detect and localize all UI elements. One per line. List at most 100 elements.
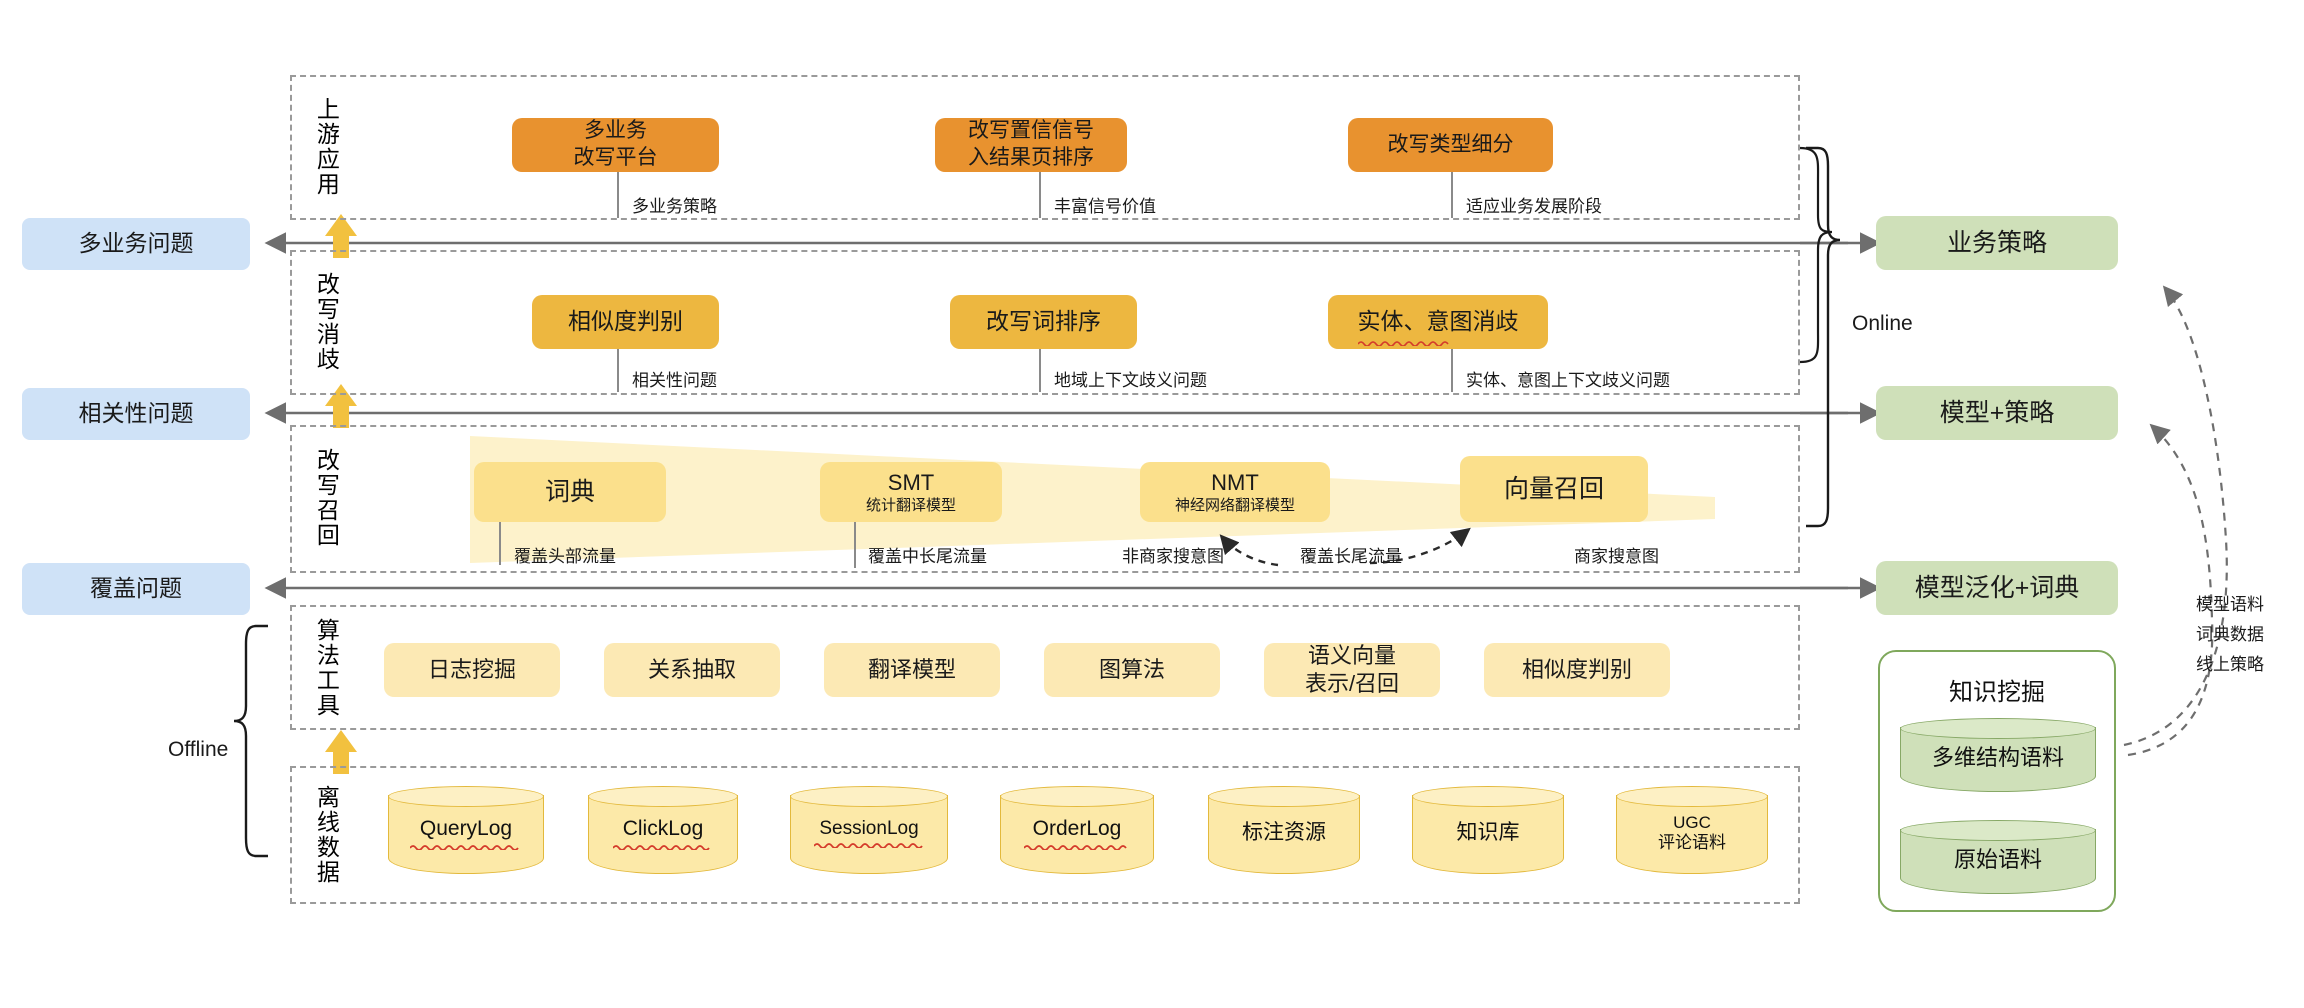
datastore-label: SessionLog <box>790 786 948 874</box>
datastore-querylog[interactable]: QueryLog <box>388 786 544 874</box>
band-offline-data <box>290 766 1800 904</box>
node-title: 日志挖掘 <box>427 656 516 682</box>
caption-rich-signal-value: 丰富信号价值 <box>1054 197 1156 216</box>
node-semantic-vector[interactable]: 语义向量 表示/召回 <box>1264 643 1440 697</box>
cylinder-top <box>1900 718 2096 739</box>
row-label-offline-data: 离线数据 <box>313 785 340 885</box>
node-smt[interactable]: SMT 统计翻译模型 <box>820 462 1002 522</box>
feedback-label-model-corpus: 模型语料 <box>2196 595 2264 614</box>
caption-entity-intent-context-ambiguity: 实体、意图上下文歧义问题 <box>1466 371 1670 390</box>
feedback-label-dictionary-data: 词典数据 <box>2196 624 2264 644</box>
node-entity-intent-disambiguation[interactable]: 实体、意图消歧 <box>1328 295 1548 349</box>
problem-box-relevance[interactable]: 相关性问题 <box>22 388 250 440</box>
output-box-model-generalization-dictionary[interactable]: 模型泛化+词典 <box>1876 561 2118 615</box>
output-box-business-strategy[interactable]: 业务策略 <box>1876 216 2118 270</box>
node-translation-model[interactable]: 翻译模型 <box>824 643 1000 697</box>
node-subtitle: 改写平台 <box>573 146 658 169</box>
node-rewrite-term-ranking[interactable]: 改写词排序 <box>950 295 1137 349</box>
node-log-mining[interactable]: 日志挖掘 <box>384 643 560 697</box>
caption-merchant-intent: 商家搜意图 <box>1574 547 1659 566</box>
spellcheck-squiggle-icon <box>814 843 923 849</box>
problem-box-coverage[interactable]: 覆盖问题 <box>22 563 250 615</box>
node-title: 词典 <box>544 478 595 506</box>
output-label: 业务策略 <box>1946 229 2047 257</box>
node-rewrite-confidence-signal[interactable]: 改写置信信号 入结果页排序 <box>935 118 1127 172</box>
caption-cover-long-tail: 覆盖长尾流量 <box>1300 547 1402 566</box>
cylinder-body <box>1208 795 1360 874</box>
node-nmt[interactable]: NMT 神经网络翻译模型 <box>1140 462 1330 522</box>
node-graph-algorithm[interactable]: 图算法 <box>1044 643 1220 697</box>
node-vector-recall[interactable]: 向量召回 <box>1460 456 1648 522</box>
node-title: SMT <box>887 469 935 495</box>
cylinder-top <box>388 786 544 807</box>
datastore-label: ClickLog <box>588 786 738 874</box>
node-title: 实体、意图消歧 <box>1357 308 1519 335</box>
cylinder-body <box>1616 795 1768 874</box>
spellcheck-squiggle-icon <box>1357 340 1449 346</box>
node-subtitle: 表示/召回 <box>1304 671 1400 696</box>
datastore-knowledge-base[interactable]: 知识库 <box>1412 786 1564 874</box>
node-dictionary[interactable]: 词典 <box>474 462 666 522</box>
problem-label: 相关性问题 <box>78 400 194 427</box>
node-title: 图算法 <box>1098 656 1165 682</box>
node-relation-extraction[interactable]: 关系抽取 <box>604 643 780 697</box>
caption-multi-business-strategy: 多业务策略 <box>632 197 717 216</box>
row-label-upstream-application: 上游应用 <box>313 97 340 197</box>
band-upstream-application <box>290 75 1800 220</box>
node-title: 翻译模型 <box>867 656 956 682</box>
feedback-label-online-strategy: 线上策略 <box>2196 654 2264 674</box>
caption-non-merchant-intent: 非商家搜意图 <box>1122 547 1224 566</box>
cylinder-top <box>1616 786 1768 807</box>
caption-cover-mid-long-tail: 覆盖中长尾流量 <box>868 547 987 566</box>
datastore-label: 标注资源 <box>1242 821 1326 845</box>
caption-cover-head-traffic: 覆盖头部流量 <box>514 547 616 566</box>
caption-geo-context-ambiguity: 地域上下文歧义问题 <box>1054 371 1207 390</box>
node-rewrite-type-subdivision[interactable]: 改写类型细分 <box>1348 118 1553 172</box>
cylinder-top <box>1900 820 2096 841</box>
datastore-sessionlog[interactable]: SessionLog <box>790 786 948 874</box>
node-title: 改写置信信号 <box>968 119 1094 143</box>
datastore-label: UGC 评论语料 <box>1658 812 1726 852</box>
row-label-algorithm-tools: 算法工具 <box>313 617 340 718</box>
node-multi-business-rewrite-platform[interactable]: 多业务 改写平台 <box>512 118 719 172</box>
band-algorithm-tools <box>290 605 1800 730</box>
datastore-orderlog[interactable]: OrderLog <box>1000 786 1154 874</box>
cylinder-body <box>588 795 738 874</box>
node-subtitle: 统计翻译模型 <box>865 497 956 515</box>
datastore-label: 多维结构语料 <box>1931 744 2064 770</box>
cylinder-top <box>588 786 738 807</box>
cylinder-top <box>1000 786 1154 807</box>
cylinder-body <box>1000 795 1154 874</box>
datastore-label: 原始语料 <box>1953 846 2042 872</box>
problem-label: 多业务问题 <box>78 230 194 257</box>
node-subtitle: 入结果页排序 <box>968 146 1094 169</box>
problem-box-multi-business[interactable]: 多业务问题 <box>22 218 250 270</box>
cylinder-body <box>790 795 948 874</box>
caption-relevance-problem: 相关性问题 <box>632 371 717 390</box>
band-rewrite-disambiguation <box>290 250 1800 395</box>
node-similarity-discrimination-tool[interactable]: 相似度判别 <box>1484 643 1670 697</box>
node-title: NMT <box>1211 469 1259 495</box>
node-similarity-discrimination[interactable]: 相似度判别 <box>532 295 719 349</box>
datastore-raw-corpus[interactable]: 原始语料 <box>1900 820 2096 894</box>
datastore-label: 知识库 <box>1456 821 1520 845</box>
feedback-labels: 模型语料 词典数据 线上策略 <box>2196 590 2264 679</box>
datastore-annotation-resources[interactable]: 标注资源 <box>1208 786 1360 874</box>
row-label-rewrite-recall: 改写召回 <box>313 448 340 548</box>
datastore-clicklog[interactable]: ClickLog <box>588 786 738 874</box>
datastore-multidim-structured-corpus[interactable]: 多维结构语料 <box>1900 718 2096 792</box>
caption-adapt-business-stage: 适应业务发展阶段 <box>1466 197 1602 216</box>
node-title: 相似度判别 <box>1521 656 1632 682</box>
node-subtitle: 神经网络翻译模型 <box>1174 497 1295 515</box>
problem-label: 覆盖问题 <box>90 575 182 602</box>
node-title: 语义向量 <box>1307 642 1396 668</box>
knowledge-mining-title: 知识挖掘 <box>1949 679 2045 706</box>
output-box-model-strategy[interactable]: 模型+策略 <box>1876 386 2118 440</box>
node-title: 改写词排序 <box>986 308 1101 335</box>
cylinder-body <box>1412 795 1564 874</box>
band-rewrite-recall <box>290 425 1800 573</box>
cylinder-body <box>388 795 544 874</box>
node-title: 改写类型细分 <box>1387 132 1514 156</box>
node-title: 关系抽取 <box>647 656 736 682</box>
datastore-ugc-review-corpus[interactable]: UGC 评论语料 <box>1616 786 1768 874</box>
